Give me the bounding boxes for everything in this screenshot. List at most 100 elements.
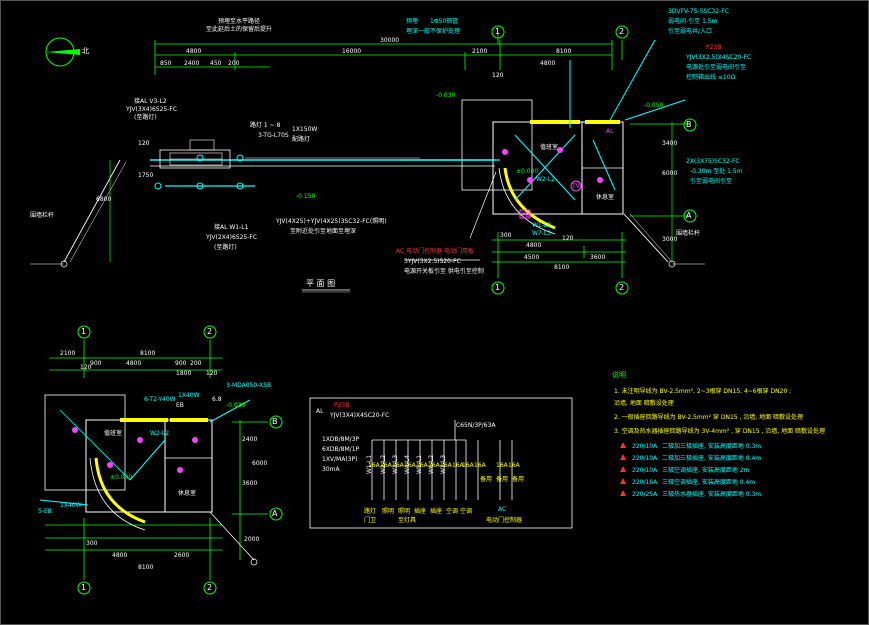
ddim-2: 8100 [140,350,156,357]
distribution-schematic [309,397,573,529]
detail-axis-B: B [272,417,278,426]
ddim-3: 120 [80,364,92,371]
rating-1: 16A [368,462,380,469]
level-room: ±0.000 [516,168,539,175]
detail-tag-6: ±0.000 [110,474,133,481]
ddim-7: 200 [190,360,202,367]
level-right: -0.050 [644,102,664,109]
ac-leader [404,171,497,261]
axis-label-2-top: 2 [619,27,625,36]
feeder-bottom-2: YJV(2X4)6S25-FC [206,234,258,241]
tag-w7l3: W7-L3 [532,230,552,237]
bl-7: 空调 [460,508,473,515]
note-4: 3. 空调及热水器插座回路导线为 3V-4mm² , 穿 DN15 , 沿墙, … [614,428,826,435]
bdim-5: 3600 [590,254,606,261]
cable-rt-1: 3DVFV-75-5SC32-FC [668,8,729,15]
panel-incoming: YJV(3X4)X4SC20-FC [330,412,390,419]
ac-note-1: AC 电动门控制器 电动门用板 [396,248,475,255]
north-label: 北 [82,47,89,55]
cable-rl-2: -0.30m 至处 1.5m [690,168,743,175]
legend-text-2: 二极加三极插座, 安装高度距地 0.4m [662,455,762,462]
legend-symbols [620,442,626,496]
detail-tag-1: 6-T2-Y40W [144,396,176,403]
ddim-1: 2100 [60,350,76,357]
lamp-tag-2: 3-TG-L70S [258,132,289,139]
extra-1: 门卫 [364,517,377,524]
detail-tag-7: -0.030 [226,402,246,409]
upper-label-2: 1Φ50钢管 [430,18,459,25]
dim-small-2: 2400 [184,60,200,67]
cable-rm-4: 控制箱出线 ≤10Ω [686,74,736,81]
guard-house-top [400,39,686,235]
rating-4: 16A [404,462,416,469]
dbdim-4: 8100 [138,564,154,571]
axis-label-1-top: 1 [495,27,501,36]
feeder-bottom-3: (至路灯) [214,244,237,251]
detail-tag-8: 1X40W [60,502,82,509]
detail-tag-5: W2-L2 [150,430,170,437]
tag-al: AL [606,128,614,135]
spec-3: 1XV/MA(3P) [322,456,358,463]
detail-room-rest: 休息室 [178,490,197,497]
panel-id: AL [316,408,324,415]
ddim-5: 4800 [126,360,142,367]
dbdim-3: 2600 [174,552,190,559]
dim-d: 8100 [556,48,572,55]
detail-tag-4: EB [176,402,184,409]
bl-1: 路灯 [364,508,377,515]
ac-note-3: 电源开关板引至 供电引至控制 [404,268,484,275]
tag-w1l3: W1-L3 [532,222,552,229]
street-lamp-icons [154,154,244,190]
detail-room-duty: 值班室 [104,430,123,437]
legend-text-4: 三极空调插座, 安装高度距地 0.4m [662,479,756,486]
bdim-4: 4500 [524,254,540,261]
dvdim-3: 6000 [252,460,268,467]
vdim-3: 6800 [96,196,112,203]
cable-rl-1: 2X(3X75)SC32-FC [686,158,740,165]
rating-11: 16A [496,462,508,469]
cable-rl-3: 引至弱电间引至 [690,178,733,185]
cable-mid-1: YJV(4X25)+YJV(4X25)3SC32-FC(照明) [276,218,387,225]
fence-left-label: 围墙栏杆 [30,212,55,219]
dim-small-3: 450 [210,60,222,67]
axis-label-2-bottom: 2 [619,283,625,292]
rating-10: 16A [474,462,486,469]
detail-plan [39,340,268,580]
cable-rm-2: YJV(3X2.5)X4SC20-FC [686,54,752,61]
lamp-tag-4: 配路灯 [292,136,311,143]
notes-title: 说明 [612,371,626,379]
ddim-8: 1800 [176,370,192,377]
detail-axis-1-bottom: 1 [81,583,87,592]
legend-text-5: 三极热水器插座, 安装高度距地 0.3m [662,491,762,498]
ddim-9: 120 [206,370,218,377]
detail-tag-9: 5-EB [38,508,52,515]
extra-2: 至灯具 [398,517,417,524]
cable-rt-3: 引至弱电井/入口 [668,28,713,35]
spec-2: 6XDB/8M/1P [322,446,360,453]
feeder-bottom-1: 接AL W1-L1 [214,224,249,231]
left-fence [30,159,127,268]
legend-text-3: 三极空调插座, 安装高度距地 2m [662,467,750,474]
bl-10: 备用 [512,476,525,483]
rating-12: 16A [508,462,520,469]
tag-tv: TV [572,183,580,190]
panel-breaker: C65N/3P/63A [456,422,496,429]
upper-label-3: 埋深一般不保护处理 [406,28,461,35]
tag-pb: PB [522,212,530,219]
bl-5: 插座 [430,508,443,515]
spec-4: 30mA [322,466,340,473]
rating-8: 16A [452,462,464,469]
rating-6: 16A [428,462,440,469]
rating-2: 16A [380,462,392,469]
dvdim-2: 3600 [242,480,258,487]
cable-rm-1: P23B [706,44,722,51]
vdim-1: 120 [138,140,150,147]
legend-rating-2: 220/10A [632,455,658,462]
axis-label-1-bottom: 1 [495,283,501,292]
lamp-tag-3: 1X150W [292,126,318,133]
tag-w2l2: W2-L2 [536,176,556,183]
spec-1: 1XDB/8M/3P [322,436,360,443]
top-bottom-dims [492,232,626,278]
legend-text-1: 二极加三极插座, 安装高度距地 0.3m [662,443,762,450]
